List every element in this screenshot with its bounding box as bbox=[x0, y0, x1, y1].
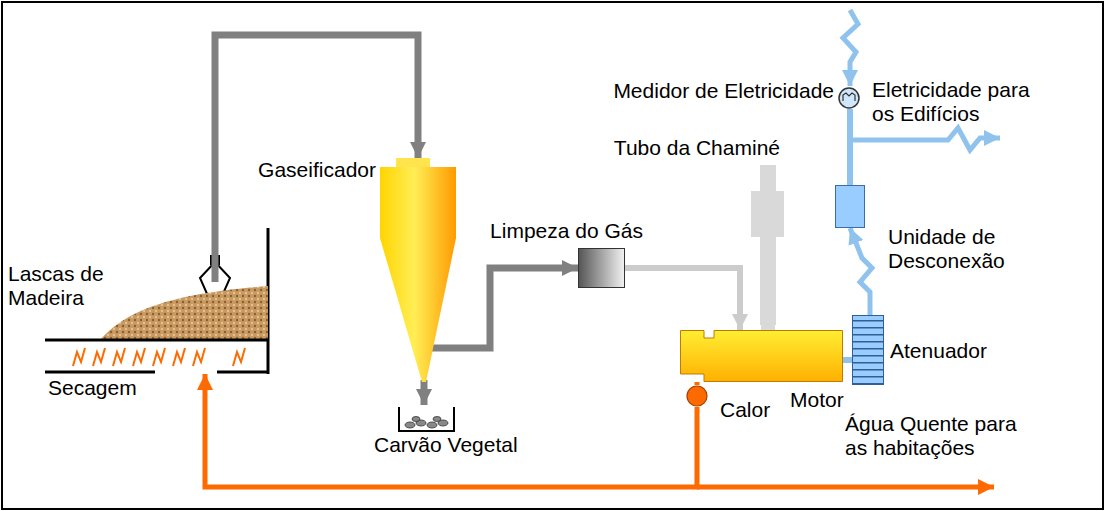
flow-connector bbox=[695, 382, 700, 385]
part-label: Limpeza do Gás bbox=[490, 219, 643, 243]
charcoal-tray: Carvão Vegetal bbox=[398, 405, 455, 432]
flow-connector bbox=[761, 325, 775, 330]
part-label: Unidade de Desconexão bbox=[888, 225, 1018, 273]
wood-chip-pile-shape bbox=[85, 282, 268, 340]
part-label: Atenuador bbox=[890, 339, 987, 363]
electricity-meter: Medidor de Eletricidade bbox=[838, 87, 860, 109]
flow-connector bbox=[847, 109, 853, 185]
engine: Motor bbox=[680, 330, 843, 382]
engine-shape bbox=[680, 330, 843, 382]
disconnect-unit: Unidade de Desconexão bbox=[835, 185, 865, 228]
charcoal-tray-shape bbox=[398, 405, 455, 432]
output-label: Água Quente para as habitações bbox=[845, 412, 1030, 460]
part-label: Tubo da Chaminé bbox=[614, 136, 780, 160]
hot-water-arrow bbox=[697, 485, 994, 490]
drying-bed-shape bbox=[45, 338, 268, 374]
part-label: Secagem bbox=[48, 376, 137, 400]
electricity-meter-shape bbox=[838, 87, 860, 109]
heat-exchanger-shape bbox=[686, 385, 708, 407]
chimney-pipe-shape bbox=[750, 165, 785, 325]
disconnect-unit-shape bbox=[835, 185, 865, 228]
part-label: Motor bbox=[790, 388, 844, 412]
gasifier-vessel-shape bbox=[378, 158, 458, 382]
attenuator: Atenuador bbox=[852, 315, 884, 385]
flow-connector bbox=[850, 228, 872, 315]
flow-connector bbox=[205, 374, 697, 487]
flow-connector bbox=[421, 380, 428, 405]
drying-bed: Secagem bbox=[45, 338, 268, 374]
heat-exchanger: Calor bbox=[686, 385, 708, 407]
gas-cleaner-shape bbox=[578, 248, 625, 288]
part-label: Medidor de Eletricidade bbox=[613, 79, 834, 103]
gas-cleaner: Limpeza do Gás bbox=[578, 248, 625, 288]
output-label: Eletricidade para os Edifícios bbox=[872, 78, 1057, 126]
part-label: Carvão Vegetal bbox=[374, 433, 518, 457]
grid-arrow bbox=[843, 10, 858, 86]
chimney-pipe: Tubo da Chaminé bbox=[750, 165, 785, 325]
wood-chip-pile: Lascas de Madeira bbox=[85, 282, 268, 340]
gasifier-vessel: Gaseificador bbox=[378, 158, 458, 382]
flow-connector bbox=[625, 268, 740, 330]
part-label: Calor bbox=[720, 398, 770, 422]
part-label: Gaseificador bbox=[258, 158, 376, 182]
attenuator-shape bbox=[852, 315, 884, 385]
flow-connector bbox=[428, 268, 578, 348]
flow-connector bbox=[843, 357, 852, 363]
part-label: Lascas de Madeira bbox=[8, 262, 113, 310]
building-feed-arrow bbox=[850, 128, 1000, 150]
